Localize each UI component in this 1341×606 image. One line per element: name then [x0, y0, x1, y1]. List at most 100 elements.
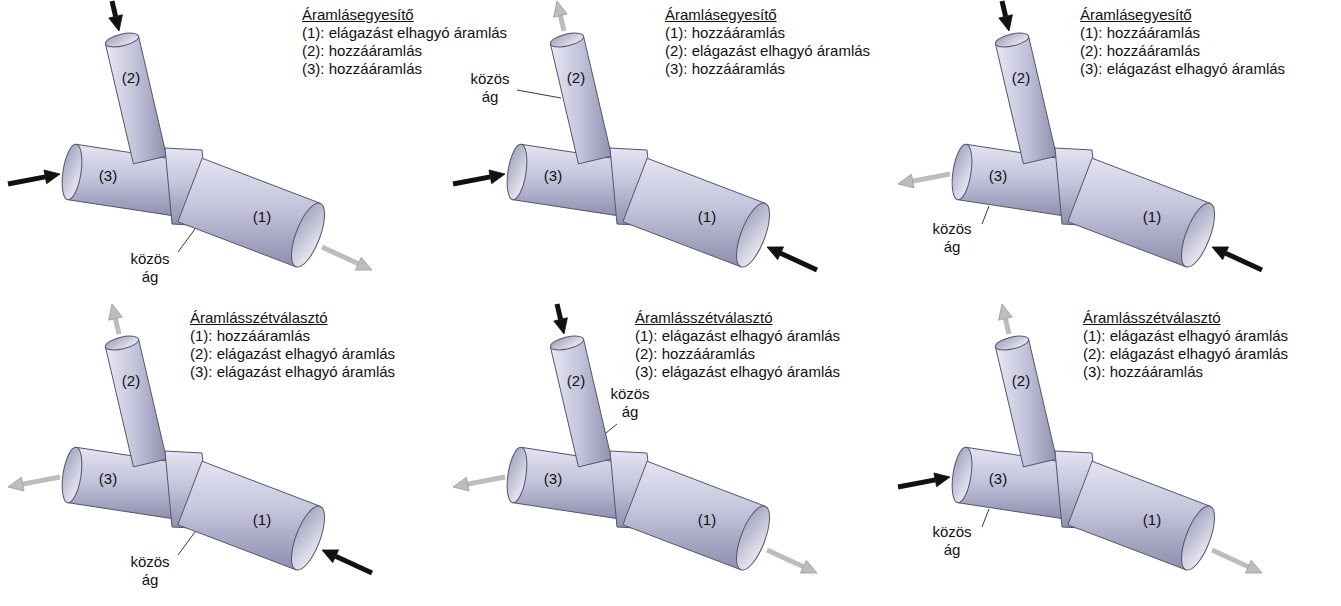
pipe-number: (3)	[99, 167, 117, 185]
inflow-arrow-head	[1212, 247, 1229, 260]
inflow-arrow-head	[767, 247, 784, 260]
panel-title: Áramlásegyesítő	[302, 6, 414, 24]
inflow-arrow-head	[44, 170, 60, 184]
pipe-opening	[504, 446, 530, 504]
outflow-arrow-head	[109, 304, 123, 320]
outflow-arrow-shaft	[1005, 319, 1009, 334]
leader-line	[982, 206, 989, 224]
outflow-arrow-shaft	[322, 247, 358, 264]
inflow-arrow-head	[322, 550, 339, 563]
legend-line: (2): elágazást elhagyó áramlás	[190, 345, 395, 363]
pipe-number: (1)	[698, 511, 716, 529]
leader-line	[178, 532, 195, 555]
branch-pipe-2	[550, 339, 611, 467]
inflow-arrow-head	[554, 318, 568, 334]
pipe-opening	[730, 199, 777, 271]
pipe-number: (1)	[1143, 511, 1161, 529]
pipe-number: (1)	[1143, 208, 1161, 226]
outflow-arrow-shaft	[115, 319, 119, 334]
pipe-opening	[549, 333, 585, 352]
leader-line	[982, 509, 989, 527]
pipe-number: (1)	[698, 208, 716, 226]
pipe-number: (3)	[544, 167, 562, 185]
pipe-number: (2)	[122, 69, 140, 87]
common-branch-label: közös ág	[605, 385, 655, 421]
legend-line: (1): elágazást elhagyó áramlás	[1083, 327, 1288, 345]
outflow-arrow-head	[1245, 560, 1262, 573]
outflow-arrow-shaft	[23, 477, 60, 484]
outflow-arrow-head	[800, 560, 817, 573]
branch-pipe-2	[105, 36, 166, 164]
inflow-arrow-shaft	[781, 253, 817, 270]
outflow-arrow-head	[453, 477, 469, 491]
pipe-opening	[949, 143, 975, 201]
pipe-opening	[1175, 502, 1222, 574]
legend-line: (1): hozzááramlás	[1080, 24, 1200, 42]
outflow-arrow-head	[8, 477, 24, 491]
pipe-opening	[1175, 199, 1222, 271]
branch-pipe-2	[105, 339, 166, 467]
inflow-arrow-head	[999, 15, 1013, 31]
outflow-arrow-head	[355, 257, 372, 270]
pipe-opening	[59, 446, 85, 504]
pipe-number: (3)	[99, 470, 117, 488]
pipe-number: (1)	[253, 208, 271, 226]
inflow-arrow-shaft	[1226, 253, 1262, 270]
common-branch-label: közös ág	[927, 523, 977, 559]
pipe-number: (2)	[1012, 69, 1030, 87]
panel-title: Áramlásegyesítő	[665, 6, 777, 24]
leader-line	[606, 424, 617, 433]
branch-pipe-2	[995, 339, 1056, 467]
legend-line: (1): elágazást elhagyó áramlás	[302, 24, 507, 42]
common-branch-label: közös ág	[125, 250, 175, 286]
inflow-arrow-head	[934, 473, 950, 487]
pipe-opening	[730, 502, 777, 574]
branch-pipe-2	[995, 36, 1056, 164]
pipe-opening	[504, 143, 530, 201]
pipe-opening	[994, 333, 1030, 352]
pipe-number: (2)	[1012, 372, 1030, 390]
leader-line	[178, 229, 195, 252]
pipe-opening	[285, 502, 332, 574]
pipe-junction	[898, 304, 1262, 574]
legend-line: (3): hozzááramlás	[665, 60, 785, 78]
panel-title: Áramlásszétválasztó	[635, 309, 773, 327]
inflow-arrow-shaft	[112, 1, 116, 16]
legend-line: (2): hozzááramlás	[635, 345, 755, 363]
legend-line: (1): hozzááramlás	[190, 327, 310, 345]
pipe-junction	[453, 304, 817, 574]
outflow-arrow-head	[898, 174, 914, 188]
outflow-arrow-shaft	[560, 16, 564, 31]
inflow-arrow-shaft	[557, 304, 561, 319]
outflow-arrow-head	[999, 304, 1013, 320]
legend-line: (3): elágazást elhagyó áramlás	[190, 363, 395, 381]
legend-line: (3): hozzááramlás	[302, 60, 422, 78]
inflow-arrow-shaft	[898, 480, 935, 487]
outflow-arrow-shaft	[767, 550, 803, 567]
pipe-number: (2)	[567, 372, 585, 390]
inflow-arrow-shaft	[1002, 1, 1006, 16]
outflow-arrow-head	[554, 1, 568, 17]
inflow-arrow-shaft	[453, 177, 490, 184]
inflow-arrow-shaft	[336, 556, 372, 573]
pipe-junction	[898, 1, 1262, 271]
pipe-opening	[104, 333, 140, 352]
legend-line: (3): hozzááramlás	[1083, 363, 1203, 381]
legend-line: (1): elágazást elhagyó áramlás	[635, 327, 840, 345]
pipe-junction	[8, 1, 372, 271]
outflow-arrow-shaft	[913, 174, 950, 181]
pipe-opening	[285, 199, 332, 271]
pipe-opening	[949, 446, 975, 504]
pipe-number: (2)	[122, 372, 140, 390]
outflow-arrow-shaft	[1212, 550, 1248, 567]
pipe-number: (3)	[989, 167, 1007, 185]
pipe-opening	[549, 30, 585, 49]
legend-line: (1): hozzááramlás	[665, 24, 785, 42]
pipe-opening	[104, 30, 140, 49]
branch-pipe-2	[550, 36, 611, 164]
common-branch-label: közös ág	[927, 220, 977, 256]
inflow-arrow-shaft	[8, 177, 45, 184]
pipe-opening	[59, 143, 85, 201]
